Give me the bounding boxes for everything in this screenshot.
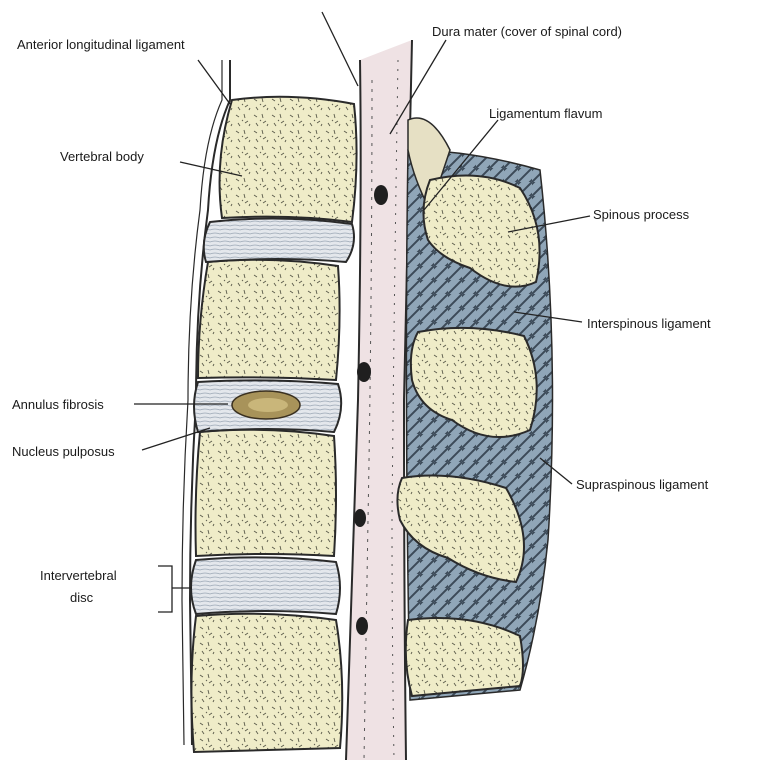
label-interspinous-ligament: Interspinous ligament bbox=[587, 316, 711, 331]
label-spinous-process: Spinous process bbox=[593, 207, 690, 222]
label-vertebral-body: Vertebral body bbox=[60, 149, 144, 164]
label-intervertebral-disc-line1: Intervertebral bbox=[40, 568, 117, 583]
label-anterior-longitudinal-ligament: Anterior longitudinal ligament bbox=[17, 37, 185, 52]
label-dura-mater: Dura mater (cover of spinal cord) bbox=[432, 24, 622, 39]
vertebral-body-3 bbox=[196, 430, 337, 556]
disc-3 bbox=[191, 557, 340, 614]
disc-1 bbox=[204, 218, 354, 262]
spinous-process-4 bbox=[406, 618, 523, 696]
vertebral-body-1 bbox=[220, 97, 357, 222]
label-annulus-fibrosis: Annulus fibrosis bbox=[12, 397, 104, 412]
label-ligamentum-flavum: Ligamentum flavum bbox=[489, 106, 602, 121]
label-nucleus-pulposus: Nucleus pulposus bbox=[12, 444, 115, 459]
vertebral-body-4 bbox=[191, 614, 342, 752]
vertebral-body-2 bbox=[198, 260, 340, 380]
label-intervertebral-disc-line2: disc bbox=[70, 590, 94, 605]
label-supraspinous-ligament: Supraspinous ligament bbox=[576, 477, 709, 492]
